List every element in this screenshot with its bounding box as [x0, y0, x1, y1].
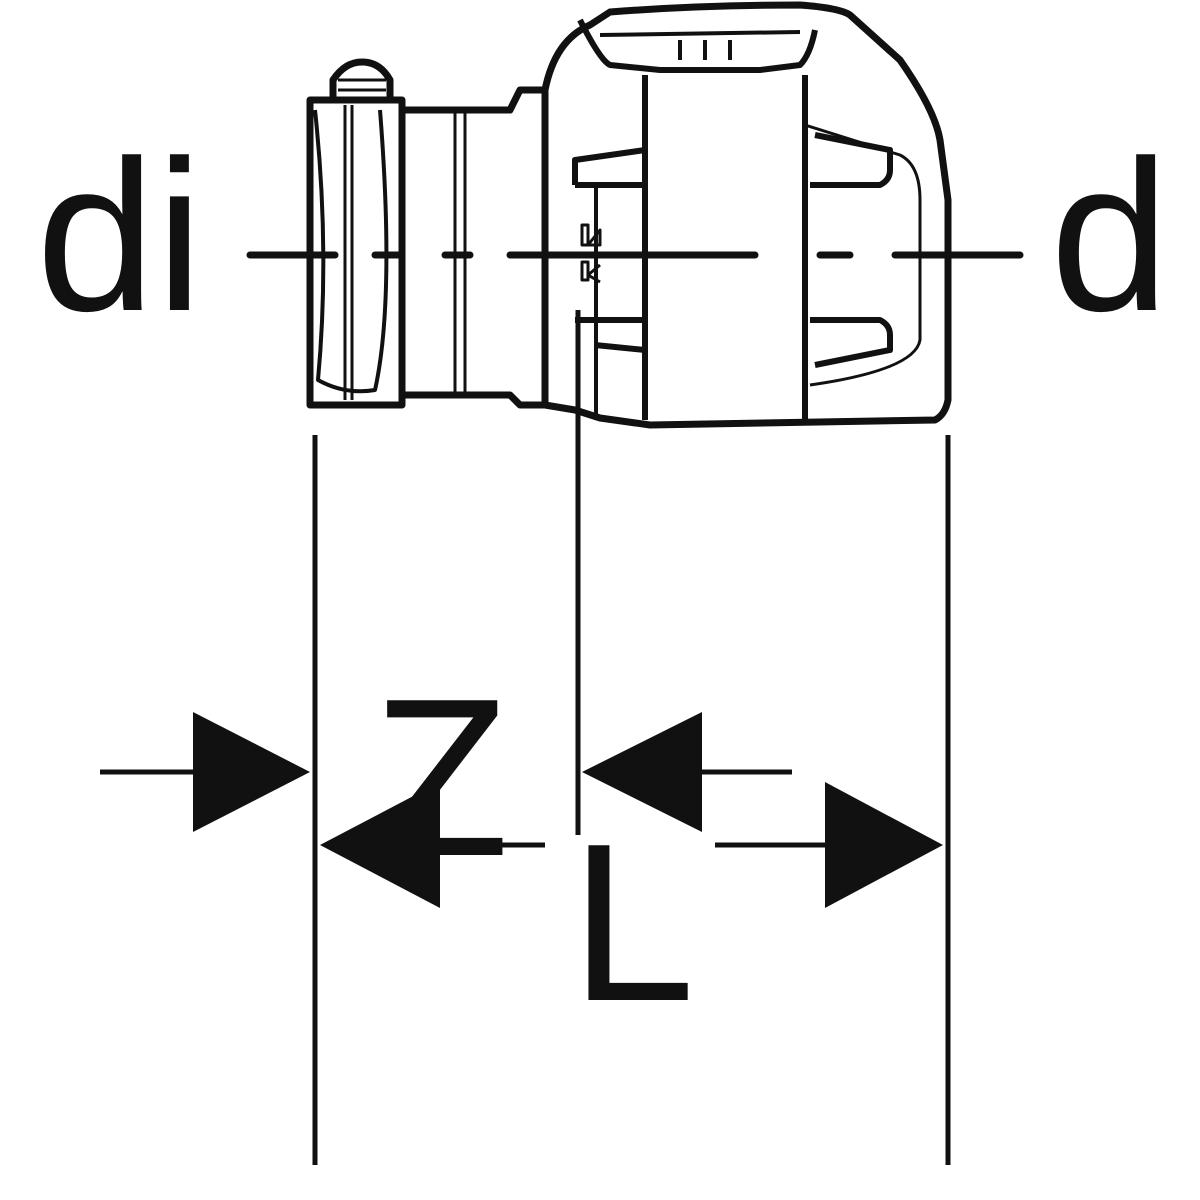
z-arrowhead-left	[193, 712, 310, 832]
z-arrowhead-right	[582, 712, 702, 832]
direction-marking	[580, 223, 602, 247]
fitting-knob	[329, 58, 394, 100]
label-d: d	[1050, 115, 1170, 356]
dimension-lines	[100, 310, 951, 1165]
label-l: L	[570, 796, 695, 1048]
l-arrowhead-left	[320, 782, 440, 908]
pipe-fitting	[306, 1, 952, 429]
fitting-neck	[402, 86, 549, 409]
label-z: Z	[372, 651, 509, 903]
l-arrowhead-right	[825, 782, 943, 908]
label-di: di	[36, 115, 203, 356]
dimension-arrowheads	[193, 712, 943, 908]
